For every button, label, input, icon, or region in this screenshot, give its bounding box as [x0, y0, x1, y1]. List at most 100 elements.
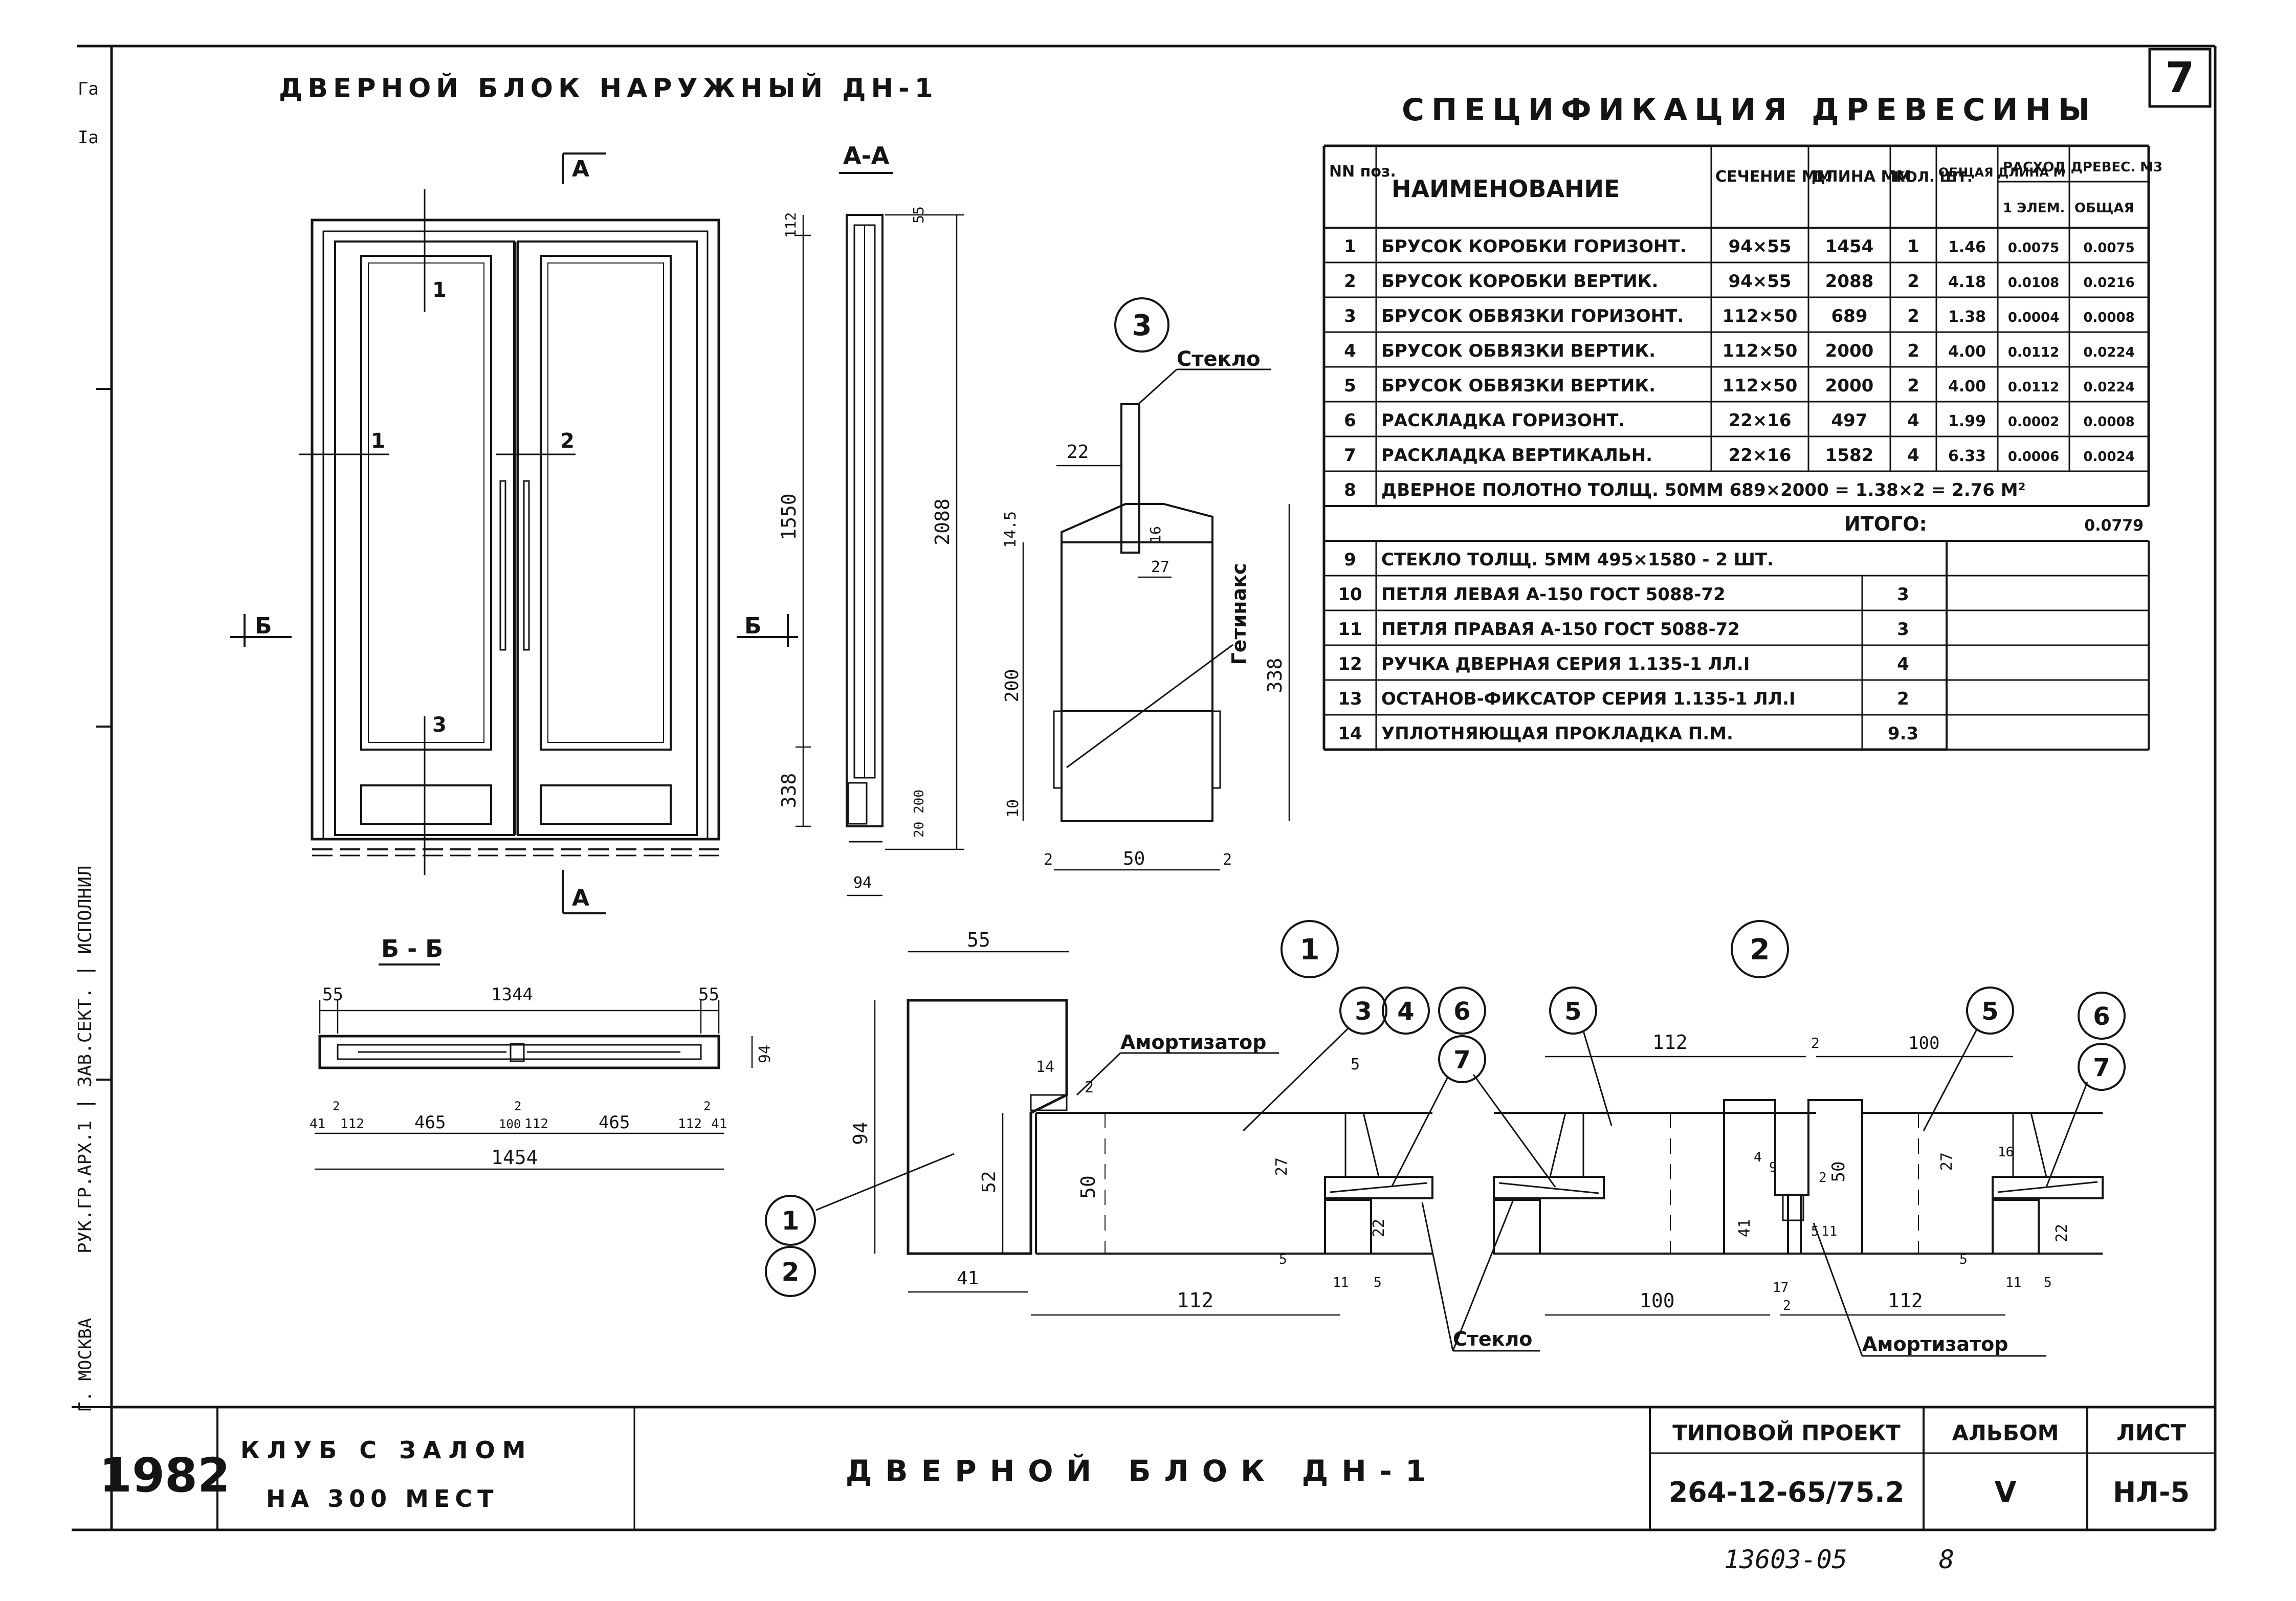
dim-22: 22 [1067, 442, 1089, 463]
door-num-1b: 1 [371, 429, 385, 453]
spec-rowb-qty: 3 [1897, 584, 1909, 605]
sheet-number-box: 7 [2148, 48, 2212, 108]
spec-itogo-value: 0.0779 [2084, 517, 2144, 535]
spec-row-total-volume: 0.0075 [2083, 240, 2134, 256]
dim-55: 55 [910, 206, 927, 224]
d1-circle-3: 3 [1355, 997, 1372, 1026]
spec-row-total-volume: 0.0224 [2083, 345, 2134, 360]
dim-200: 200 [1002, 669, 1023, 702]
spec-row-qty: 2 [1907, 376, 1919, 396]
d1-dim-11: 11 [1333, 1275, 1349, 1290]
d2-dim-2b: 2 [1819, 1170, 1827, 1186]
spec-hdr-per-el: 1 ЭЛЕМ. [2003, 201, 2065, 216]
spec-row-num: 2 [1344, 271, 1356, 292]
spec-row-name: БРУСОК ОБВЯЗКИ ВЕРТИК. [1381, 341, 1655, 361]
bb-d112a: 112 [340, 1116, 364, 1132]
spec-row-qty: 2 [1907, 271, 1919, 292]
spec-row-per-element: 0.0075 [2008, 240, 2059, 256]
dim-2088: 2088 [931, 498, 954, 545]
spec-hdr-qty: КОЛ. ШТ. [1893, 168, 1973, 185]
spec-row-per-element: 0.0002 [2008, 414, 2059, 430]
spec-row-section: 22×16 [1728, 410, 1791, 431]
d2-dim-27: 27 [1938, 1152, 1956, 1171]
d1-dim-5a: 5 [1351, 1056, 1360, 1073]
door-elevation: А А Б Б 1 1 2 3 [230, 152, 798, 914]
bb-d2a: 2 [333, 1099, 340, 1113]
spec-row8-text: ДВЕРНОЕ ПОЛОТНО ТОЛЩ. 50ММ 689×2000 = 1.… [1381, 480, 2026, 500]
spec-itogo-label: ИТОГО: [1844, 513, 1927, 535]
spec-row-qty: 4 [1907, 410, 1919, 431]
spec-rowb-name: РУЧКА ДВЕРНАЯ СЕРИЯ 1.135-1 ЛЛ.I [1381, 654, 1750, 674]
dim-338b: 338 [1264, 658, 1286, 693]
dim-2b: 2 [1223, 851, 1232, 869]
bb-dim-total: 1454 [491, 1146, 538, 1169]
title-block: 1982 КЛУБ С ЗАЛОМ НА 300 МЕСТ ДВЕРНОЙ БЛ… [99, 1407, 2215, 1530]
spec-hdr-num: NN поз. [1329, 163, 1396, 181]
spec-rowb-name: ПЕТЛЯ ПРАВАЯ А-150 ГОСТ 5088-72 [1381, 619, 1740, 640]
spec-row-total-length: 4.00 [1948, 378, 1986, 396]
dim-94: 94 [853, 874, 872, 892]
spec-row-length: 1582 [1825, 445, 1874, 466]
spec-hdr-section: СЕЧЕНИЕ ММ [1715, 168, 1832, 186]
bb-d112b: 112 [524, 1116, 548, 1132]
d2-dim-11b: 11 [2005, 1275, 2021, 1290]
d1-dim-5b: 5 [1279, 1252, 1287, 1267]
tb-sheet-value: НЛ-5 [2113, 1476, 2190, 1508]
tb-sheet-label: ЛИСТ [2116, 1420, 2186, 1446]
d2-circle-5a: 5 [1564, 997, 1581, 1026]
spec-row-name: БРУСОК КОРОБКИ ГОРИЗОНТ. [1381, 236, 1687, 257]
spec-row-num: 7 [1344, 445, 1356, 466]
d2-dim-2c: 2 [1783, 1298, 1791, 1313]
d2-dim-112b: 112 [1888, 1289, 1923, 1312]
spec-row-total-length: 1.99 [1948, 412, 1986, 430]
d2-circle-6: 6 [2093, 1002, 2110, 1031]
callout-3-detail: 3 Стекло 22 14.5 16 27 200 10 50 2 2 338… [1002, 297, 1290, 871]
d2-circle-7: 7 [2093, 1054, 2110, 1082]
spec-row-length: 689 [1831, 306, 1868, 326]
d1-dim-112: 112 [1177, 1289, 1213, 1312]
spec-row-per-element: 0.0112 [2008, 345, 2059, 360]
bb-d465a: 465 [414, 1112, 446, 1133]
spec-rowb-qty: 9.3 [1888, 723, 1918, 744]
footer-code: 13603-05 [1724, 1545, 1847, 1574]
spec-rowb-num: 10 [1338, 584, 1362, 605]
spec-hdr-total: ОБЩАЯ [2074, 201, 2134, 216]
spec-rowb-num: 13 [1338, 689, 1362, 709]
spec-row-num: 3 [1344, 306, 1356, 326]
d1-dim-94: 94 [849, 1122, 872, 1145]
spec-rowb-num: 14 [1338, 723, 1362, 744]
dim-20-200: 20 200 [912, 789, 927, 838]
d1-circle-7: 7 [1453, 1046, 1470, 1074]
dim-1550: 1550 [778, 493, 800, 540]
tb-client-2: НА 300 МЕСТ [266, 1485, 498, 1512]
spec-row-section: 94×55 [1728, 236, 1791, 257]
d2-dim-16: 16 [1998, 1145, 2014, 1160]
d2-dim-9: 9 [1769, 1160, 1777, 1175]
spec-row-qty: 2 [1907, 341, 1919, 361]
bb-dim-top-55a: 55 [322, 984, 343, 1005]
spec-row-num: 1 [1344, 236, 1356, 257]
spec-row-length: 2000 [1825, 341, 1874, 361]
bb-dim-top-55b: 55 [698, 984, 719, 1005]
d1-circle-1: 1 [782, 1206, 800, 1236]
d2-dim-22: 22 [2053, 1224, 2071, 1242]
spec-row-section: 112×50 [1723, 306, 1798, 326]
spec-row-total-volume: 0.0008 [2083, 414, 2134, 430]
cut-a-top: А [572, 156, 589, 182]
door-num-2: 2 [560, 429, 575, 453]
spec-row-total-length: 4.18 [1948, 273, 1986, 291]
door-num-1a: 1 [432, 278, 447, 302]
cut-b-right: Б [744, 613, 762, 639]
spec-rowb-num: 11 [1338, 619, 1362, 640]
dim-14-5: 14.5 [1002, 511, 1020, 548]
spec-row-section: 112×50 [1723, 341, 1798, 361]
d2-dim-11: 11 [1821, 1224, 1837, 1239]
footer-page: 8 [1939, 1545, 1954, 1574]
bb-d112c: 112 [678, 1116, 702, 1132]
d1-circle-6: 6 [1453, 997, 1470, 1026]
spec-row-name: БРУСОК ОБВЯЗКИ ГОРИЗОНТ. [1381, 306, 1684, 326]
spec-hdr-usage: РАСХОД ДРЕВЕС. М3 [2003, 160, 2162, 175]
dim-50: 50 [1123, 848, 1145, 869]
door-num-3: 3 [432, 713, 447, 737]
